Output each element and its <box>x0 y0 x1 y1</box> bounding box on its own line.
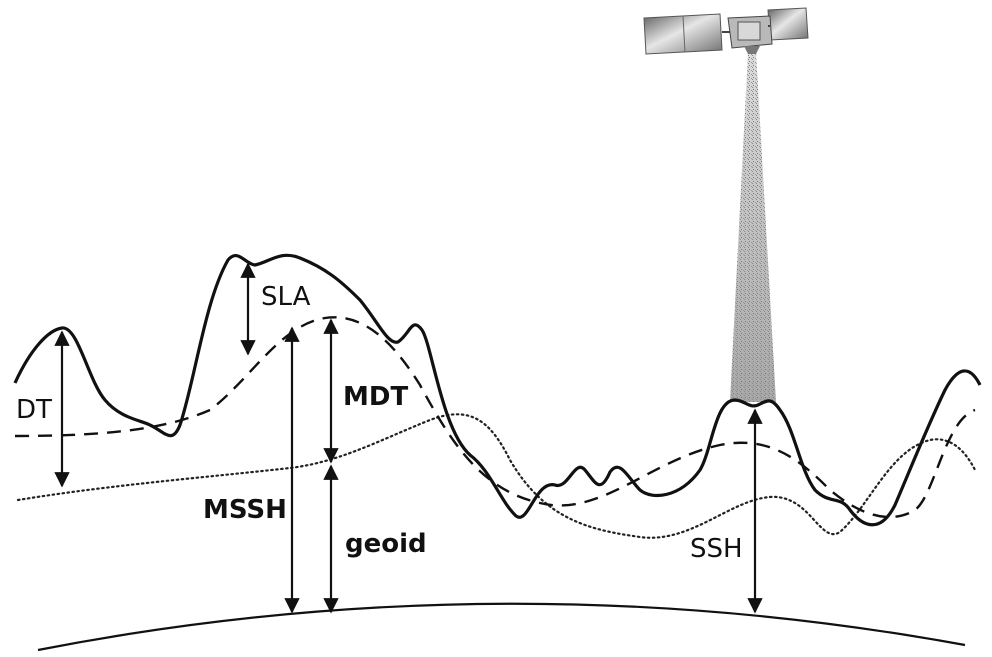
mean-sea-surface-curve <box>14 316 976 519</box>
dt-label: DT <box>16 395 52 425</box>
mssh-label: MSSH <box>203 495 287 525</box>
ellipsoid-curve <box>37 602 966 652</box>
sla-label: SLA <box>261 282 311 312</box>
ssh-label: SSH <box>690 534 743 564</box>
geoid-label: geoid <box>345 529 427 559</box>
mdt-label: MDT <box>343 382 408 412</box>
sea-surface-height-curve <box>13 253 982 527</box>
geoid-curve <box>16 413 977 539</box>
radar-beam-icon <box>730 52 776 402</box>
satellite-icon <box>643 7 809 55</box>
